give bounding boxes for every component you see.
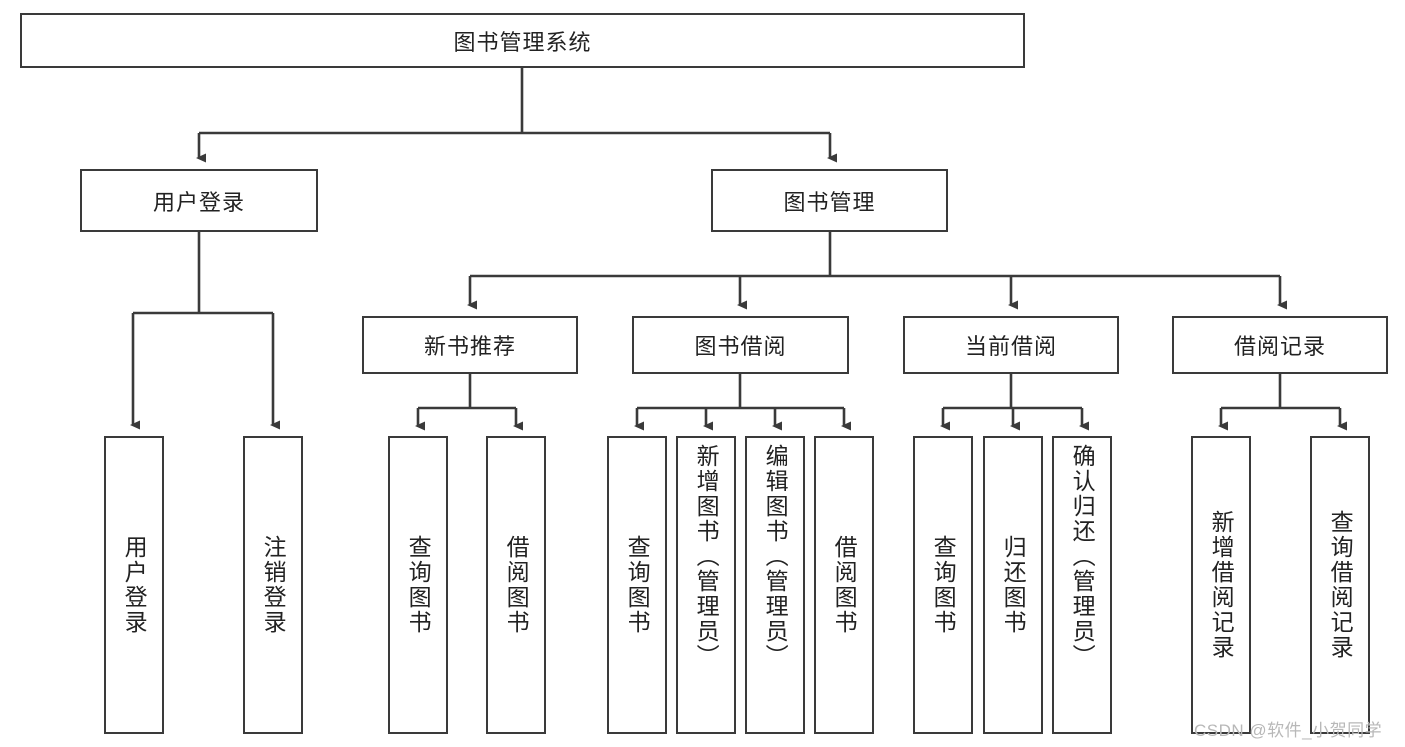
node-current-borrow[interactable]: 当前借阅 xyxy=(903,316,1119,374)
node-leaf-add-book-label: 新增图书（管理员） xyxy=(693,444,720,669)
node-borrow-record[interactable]: 借阅记录 xyxy=(1172,316,1388,374)
node-leaf-query-record-label: 查询借阅记录 xyxy=(1327,510,1354,660)
node-leaf-query-book-rec-label: 查询图书 xyxy=(405,535,432,635)
node-root-label: 图书管理系统 xyxy=(453,29,592,55)
node-root[interactable]: 图书管理系统 xyxy=(20,13,1025,68)
node-user-login[interactable]: 用户登录 xyxy=(80,169,318,232)
node-leaf-borrow-book-rec-label: 借阅图书 xyxy=(503,535,530,635)
node-leaf-borrow-book[interactable]: 借阅图书 xyxy=(814,436,874,734)
node-book-manage-label: 图书管理 xyxy=(783,189,876,215)
node-book-borrow-label: 图书借阅 xyxy=(694,334,787,359)
node-leaf-return-book-label: 归还图书 xyxy=(1000,535,1027,635)
csdn-watermark: CSDN @软件_小贺同学 xyxy=(1194,721,1383,740)
node-leaf-confirm-return[interactable]: 确认归还（管理员） xyxy=(1052,436,1112,734)
node-leaf-user-logout[interactable]: 注销登录 xyxy=(243,436,303,734)
node-leaf-query-book-borrow-label: 查询图书 xyxy=(624,535,651,635)
node-leaf-user-login[interactable]: 用户登录 xyxy=(104,436,164,734)
node-leaf-query-book-rec[interactable]: 查询图书 xyxy=(388,436,448,734)
node-new-book-rec[interactable]: 新书推荐 xyxy=(362,316,578,374)
node-leaf-borrow-book-label: 借阅图书 xyxy=(831,535,858,635)
node-leaf-query-book-borrow[interactable]: 查询图书 xyxy=(607,436,667,734)
node-leaf-query-book-cur[interactable]: 查询图书 xyxy=(913,436,973,734)
node-leaf-edit-book-label: 编辑图书（管理员） xyxy=(762,444,789,669)
node-leaf-add-book[interactable]: 新增图书（管理员） xyxy=(676,436,736,734)
node-leaf-return-book[interactable]: 归还图书 xyxy=(983,436,1043,734)
node-book-borrow[interactable]: 图书借阅 xyxy=(632,316,849,374)
node-user-login-label: 用户登录 xyxy=(152,189,245,215)
node-leaf-user-logout-label: 注销登录 xyxy=(260,535,287,635)
node-leaf-add-record-label: 新增借阅记录 xyxy=(1208,510,1235,660)
node-leaf-edit-book[interactable]: 编辑图书（管理员） xyxy=(745,436,805,734)
node-book-manage[interactable]: 图书管理 xyxy=(711,169,948,232)
node-leaf-query-record[interactable]: 查询借阅记录 xyxy=(1310,436,1370,734)
node-new-book-rec-label: 新书推荐 xyxy=(423,334,516,359)
node-current-borrow-label: 当前借阅 xyxy=(964,334,1057,359)
node-leaf-query-book-cur-label: 查询图书 xyxy=(930,535,957,635)
node-leaf-add-record[interactable]: 新增借阅记录 xyxy=(1191,436,1251,734)
node-leaf-user-login-label: 用户登录 xyxy=(121,535,148,635)
node-leaf-borrow-book-rec[interactable]: 借阅图书 xyxy=(486,436,546,734)
node-leaf-confirm-return-label: 确认归还（管理员） xyxy=(1069,444,1096,669)
node-borrow-record-label: 借阅记录 xyxy=(1233,334,1326,359)
